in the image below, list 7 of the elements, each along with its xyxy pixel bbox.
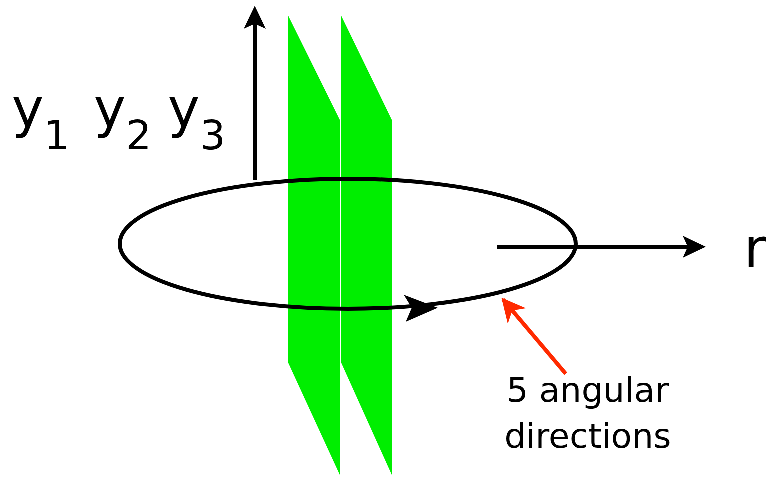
annotation-text: 5 angular directions <box>478 368 698 460</box>
axis-label: r <box>744 222 766 276</box>
axis-label: y$_{2}$ <box>94 82 152 156</box>
axis-label: y$_{3}$ <box>168 82 226 156</box>
axis-label: y$_{1}$ <box>12 82 70 156</box>
leader-line <box>502 298 568 376</box>
rotation-ellipse <box>118 177 578 322</box>
